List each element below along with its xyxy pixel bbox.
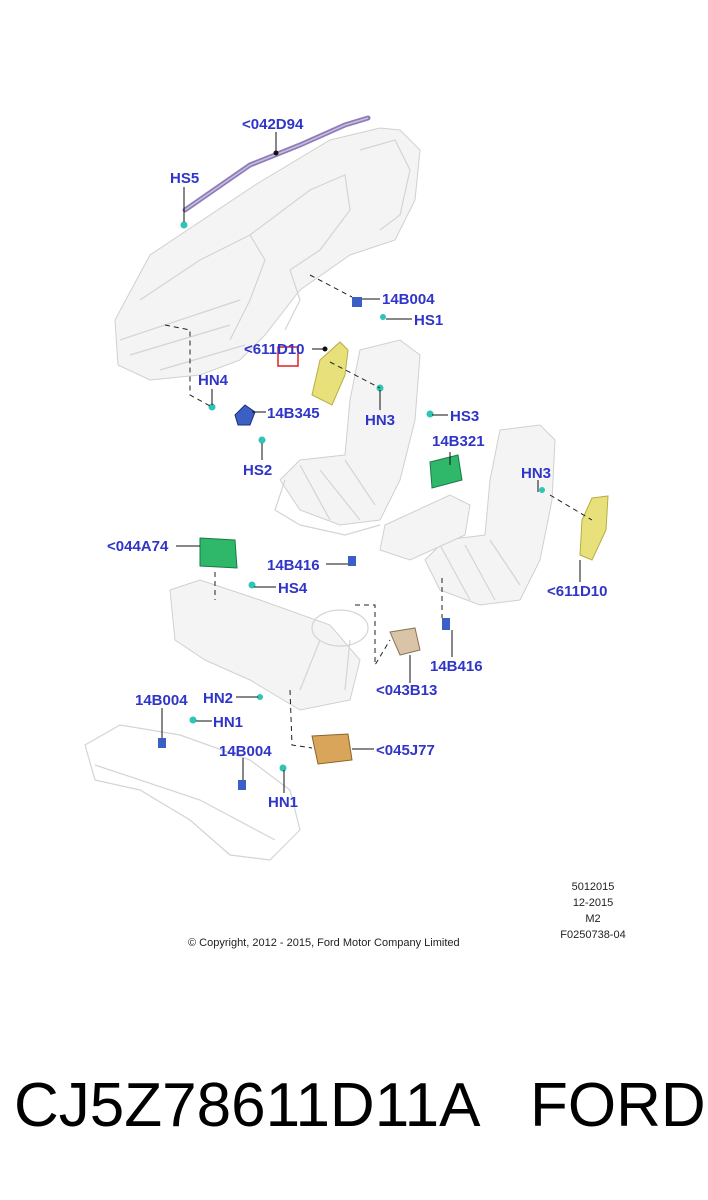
label-hn1-bottom: HN1 xyxy=(268,794,298,811)
sensor-14B345 xyxy=(234,404,256,426)
airbag-exploded-diagram: <042D94 HS5 14B004 HS1 <611D10 HN4 14B34… xyxy=(84,115,626,949)
side-airbag-right xyxy=(579,495,609,561)
diagram-metadata: 5012015 12-2015 M2 F0250738-04 © Copyrig… xyxy=(188,881,626,949)
assembly-lines xyxy=(164,274,593,749)
body-structure-ghost xyxy=(114,127,421,381)
label-hn2: HN2 xyxy=(203,690,233,707)
front-seat-ghost xyxy=(274,339,421,536)
meta-figure: F0250738-04 xyxy=(560,929,625,941)
instrument-panel-ghost xyxy=(169,579,369,711)
copyright: © Copyright, 2012 - 2015, Ford Motor Com… xyxy=(188,937,460,949)
meta-code: 5012015 xyxy=(572,881,615,893)
label-14B321: 14B321 xyxy=(432,433,485,450)
label-14B416-right: 14B416 xyxy=(430,658,483,675)
label-hn4: HN4 xyxy=(198,372,229,389)
impact-sensors xyxy=(158,297,450,790)
side-airbag-left xyxy=(311,341,349,406)
label-14B004-top: 14B004 xyxy=(382,291,435,308)
label-044A74: <044A74 xyxy=(107,538,169,555)
label-042D94: <042D94 xyxy=(242,116,304,133)
label-14B345: 14B345 xyxy=(267,405,320,422)
label-043B13: <043B13 xyxy=(376,682,437,699)
label-045J77: <045J77 xyxy=(376,742,435,759)
knee-airbag xyxy=(311,733,353,765)
label-14B416-left: 14B416 xyxy=(267,557,320,574)
screws xyxy=(180,221,545,772)
console-ghost xyxy=(379,494,471,561)
label-hs5: HS5 xyxy=(170,170,199,187)
highlight-box xyxy=(277,346,299,367)
passenger-airbag xyxy=(199,537,238,569)
passenger-seat-ghost xyxy=(424,424,556,606)
label-hs4: HS4 xyxy=(278,580,308,597)
leader-lines xyxy=(161,132,581,793)
label-hs1: HS1 xyxy=(414,312,443,329)
meta-market: M2 xyxy=(585,913,600,925)
curtain-airbag xyxy=(182,115,371,213)
label-14B004-left: 14B004 xyxy=(135,692,188,709)
label-14B004-bottom: 14B004 xyxy=(219,743,272,760)
brand-name: FORD xyxy=(530,1071,706,1140)
label-hn3-right: HN3 xyxy=(521,465,551,482)
floor-frame-ghost xyxy=(84,724,301,861)
restraint-module-14B321 xyxy=(429,454,463,489)
driver-airbag xyxy=(389,627,421,656)
part-number: CJ5Z78611D11A xyxy=(14,1071,481,1140)
label-hs3: HS3 xyxy=(450,408,479,425)
label-hn3-mid: HN3 xyxy=(365,412,395,429)
label-hn1-left: HN1 xyxy=(213,714,243,731)
meta-date: 12-2015 xyxy=(573,897,613,909)
label-611D10-right: <611D10 xyxy=(547,583,607,600)
callout-labels: <042D94 HS5 14B004 HS1 <611D10 HN4 14B34… xyxy=(107,116,607,811)
label-hs2: HS2 xyxy=(243,462,272,479)
label-611D10-left: <611D10 xyxy=(244,341,304,358)
